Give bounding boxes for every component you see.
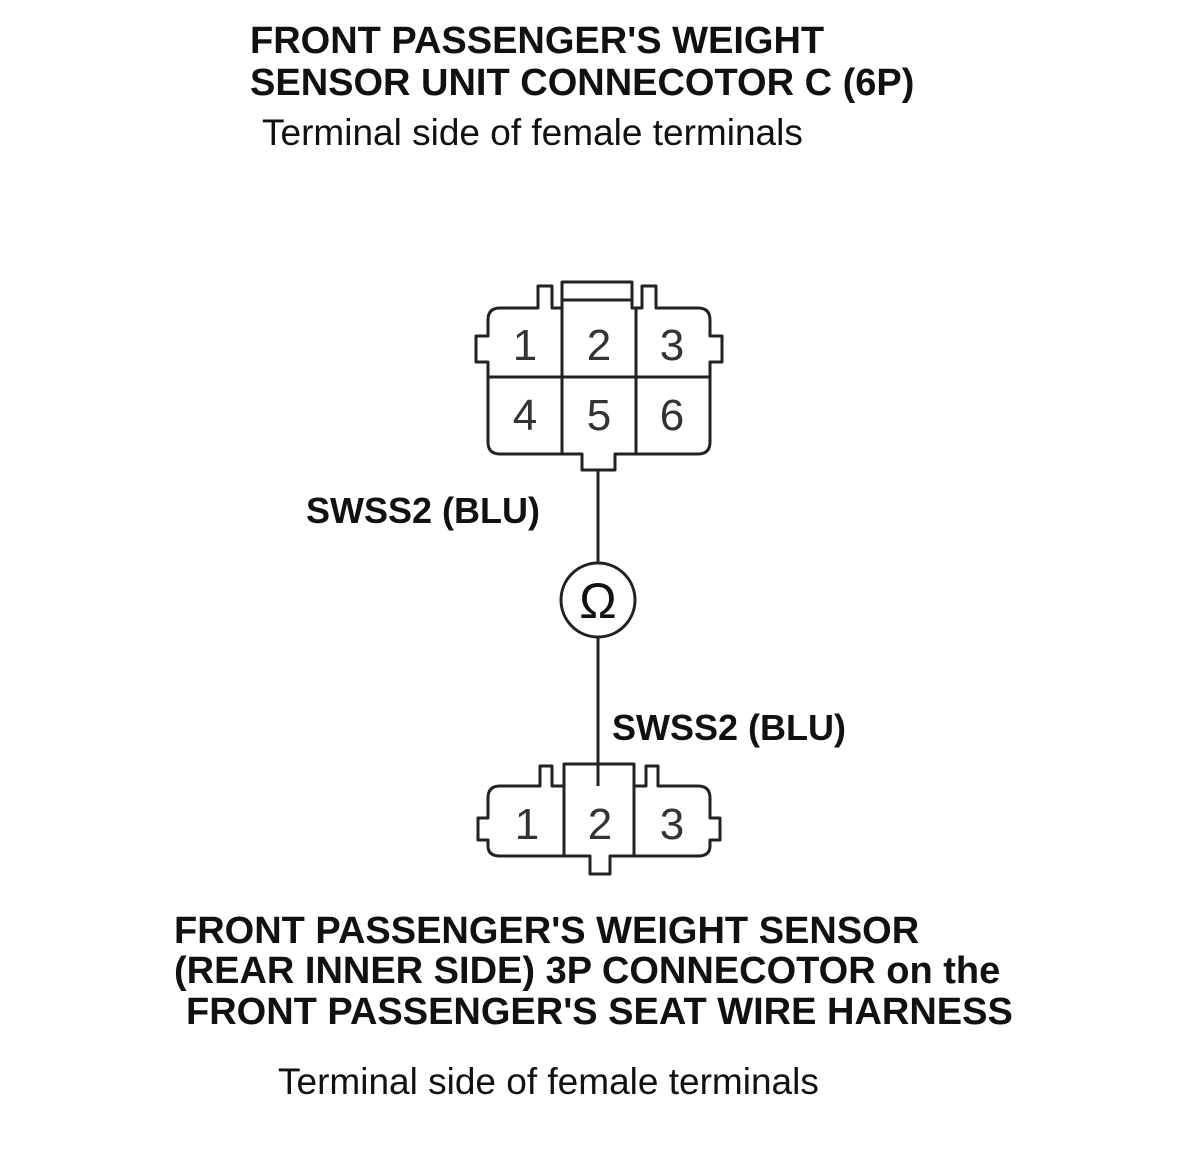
bottom-pin-2: 2: [588, 800, 612, 849]
top-connector-subtitle: Terminal side of female terminals: [262, 112, 803, 153]
bottom-connector-title-line2: (REAR INNER SIDE) 3P CONNECOTOR on the: [174, 950, 1001, 992]
top-connector-housing: [474, 280, 724, 472]
bottom-pin-3: 3: [660, 800, 684, 849]
top-pin-4: 4: [513, 391, 537, 440]
wire-bottom-label: SWSS2 (BLU): [612, 707, 846, 748]
top-pin-2: 2: [587, 321, 611, 370]
wire-top-label: SWSS2 (BLU): [306, 490, 540, 531]
top-pin-6: 6: [660, 391, 684, 440]
top-connector-title-line2: SENSOR UNIT CONNECOTOR C (6P): [250, 62, 915, 104]
top-pin-1: 1: [513, 321, 537, 370]
bottom-connector-housing: [476, 762, 722, 876]
top-pin-3: 3: [660, 321, 684, 370]
bottom-pin-1: 1: [515, 800, 539, 849]
bottom-connector-subtitle: Terminal side of female terminals: [278, 1061, 819, 1102]
top-pin-5: 5: [587, 391, 611, 440]
ohm-icon: Ω: [579, 573, 616, 629]
bottom-connector-title-line3: FRONT PASSENGER'S SEAT WIRE HARNESS: [186, 991, 1013, 1033]
top-connector-title-line1: FRONT PASSENGER'S WEIGHT: [250, 20, 825, 62]
bottom-connector-title-line1: FRONT PASSENGER'S WEIGHT SENSOR: [174, 910, 920, 952]
